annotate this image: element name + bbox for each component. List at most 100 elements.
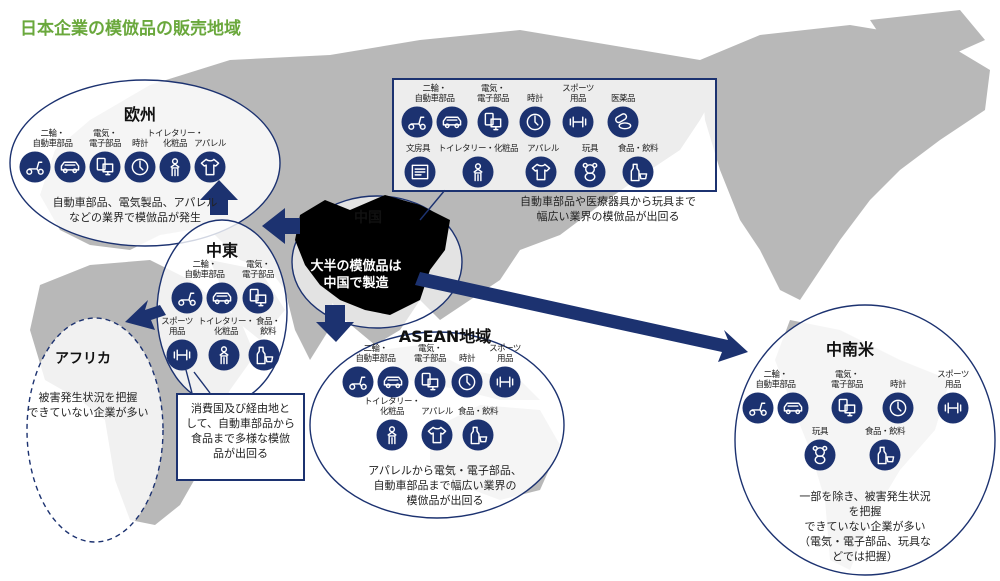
bottle-icon — [622, 156, 654, 188]
china-description: 自動車部品や医療器具から玩具まで 幅広い業界の模倣品が出回る — [520, 195, 696, 223]
europe-category-label: 時計 — [131, 139, 149, 149]
latin-america-category-label: 食品・飲料 — [864, 427, 906, 437]
pills-icon — [607, 106, 639, 138]
arrow-china-to-latin-america — [415, 272, 748, 362]
latin-america-description: 一部を除き、被害発生状況を把握 できていない企業が多い （電気・電子部品、玩具な… — [799, 490, 931, 563]
asean-category-label: 電気・ 電子部品 — [413, 344, 447, 364]
shirt-icon — [525, 156, 557, 188]
page-title: 日本企業の模倣品の販売地域 — [20, 19, 241, 39]
china-title: 中国 — [354, 210, 382, 226]
document-icon — [404, 156, 436, 188]
middle-east-category-label: トイレタリー・ 化粧品 — [197, 317, 255, 337]
me-callout-line — [193, 371, 211, 394]
clock-icon — [124, 151, 156, 183]
me-callout-line — [185, 369, 193, 394]
latin-america-category-label: スポーツ 用品 — [937, 370, 969, 390]
middle-east-category-label: 食品・ 飲料 — [255, 317, 281, 337]
asean-description: アパレルから電気・電子部品、 自動車部品まで幅広い業界の 模倣品が出回る — [368, 464, 522, 507]
bear-icon — [804, 439, 836, 471]
asean-category-label: トイレタリー・ 化粧品 — [363, 397, 421, 417]
middle-east-title: 中東 — [205, 241, 239, 260]
bottle-icon — [869, 439, 901, 471]
car-icon — [54, 151, 86, 183]
europe-category-label: トイレタリー・ 化粧品 — [146, 129, 204, 149]
car-icon — [206, 282, 238, 314]
person-icon — [159, 151, 191, 183]
scooter-icon — [342, 366, 374, 398]
person-icon — [208, 339, 240, 371]
china-category-label: 玩具 — [581, 144, 599, 154]
china-category-label: 食品・飲料 — [617, 144, 659, 154]
middle-east-category-label: 二輪・ 自動車部品 — [184, 260, 225, 280]
middle-east-category-label: スポーツ 用品 — [161, 317, 193, 337]
greenland-landmass — [870, 10, 985, 60]
person-icon — [376, 419, 408, 451]
asean-category-label: 食品・飲料 — [457, 407, 499, 417]
car-icon — [777, 392, 809, 424]
scooter-icon — [19, 151, 51, 183]
europe-category-label: アパレル — [194, 139, 226, 149]
arrow-to-europe — [200, 180, 238, 215]
africa-title: アフリカ — [55, 351, 111, 367]
latin-america-category-label: 時計 — [889, 380, 907, 390]
china-category-label: 電気・ 電子部品 — [476, 84, 510, 104]
person-icon — [462, 156, 494, 188]
europe-category-label: 電気・ 電子部品 — [88, 129, 122, 149]
china-category-label: 時計 — [526, 94, 544, 104]
devices-icon — [89, 151, 121, 183]
car-icon — [436, 106, 468, 138]
clock-icon — [882, 392, 914, 424]
latin-america-category-label: 玩具 — [811, 427, 829, 437]
africa-ellipse — [26, 317, 164, 543]
arrow-china-to-middle-east — [262, 208, 300, 244]
china-category-label: アパレル — [527, 144, 559, 154]
arrow-middle-east-to-africa — [125, 300, 166, 330]
bottle-icon — [248, 339, 280, 371]
asean-category-label: 二輪・ 自動車部品 — [355, 344, 396, 364]
dumbbell-icon — [489, 366, 521, 398]
latin-america-category-label: 電気・ 電子部品 — [830, 370, 864, 390]
dumbbell-icon — [937, 392, 969, 424]
china-center-text: 大半の模倣品は 中国で製造 — [310, 259, 402, 291]
dumbbell-icon — [562, 106, 594, 138]
devices-icon — [414, 366, 446, 398]
clock-icon — [451, 366, 483, 398]
north-america-landmass — [700, 25, 990, 300]
africa-description: 被害発生状況を把握 できていない企業が多い — [27, 391, 149, 419]
latin-america-category-label: 二輪・ 自動車部品 — [755, 370, 796, 390]
devices-icon — [477, 106, 509, 138]
middle-east-description: 消費国及び経由地と して、自動車部品から 食品まで多様な模倣 品が出回る — [185, 402, 296, 460]
asean-category-label: 時計 — [458, 354, 476, 364]
car-icon — [377, 366, 409, 398]
arrows — [125, 180, 748, 394]
latin-america-ellipse — [734, 304, 996, 576]
shirt-icon — [194, 151, 226, 183]
scooter-icon — [171, 282, 203, 314]
asean-category-label: アパレル — [421, 407, 453, 417]
china-category-label: スポーツ 用品 — [562, 84, 594, 104]
shirt-icon — [421, 419, 453, 451]
europe-category-label: 二輪・ 自動車部品 — [32, 129, 73, 149]
china-category-label: トイレタリー・化粧品 — [437, 144, 519, 154]
middle-east-category-label: 電気・ 電子部品 — [241, 260, 275, 280]
europe-description: 自動車部品、電気製品、アパレル などの業界で模倣品が発生 — [52, 196, 218, 224]
devices-icon — [242, 282, 274, 314]
scooter-icon — [742, 392, 774, 424]
middle-east-callout-box: 消費国及び経由地と して、自動車部品から 食品まで多様な模倣 品が出回る — [176, 393, 305, 481]
dumbbell-icon — [166, 339, 198, 371]
arrow-china-to-asean — [316, 305, 354, 342]
asean-category-label: スポーツ 用品 — [489, 344, 521, 364]
china-callout-line — [419, 189, 446, 221]
bear-icon — [574, 156, 606, 188]
asean-title: ASEAN地域 — [398, 327, 492, 346]
clock-icon — [519, 106, 551, 138]
scooter-icon — [401, 106, 433, 138]
latin-america-title: 中南米 — [825, 340, 875, 359]
china-category-label: 文房具 — [405, 144, 431, 154]
europe-title: 欧州 — [123, 105, 157, 124]
china-category-label: 医薬品 — [610, 94, 636, 104]
bottle-icon — [462, 419, 494, 451]
china-shape — [295, 195, 450, 315]
china-category-label: 二輪・ 自動車部品 — [414, 84, 455, 104]
devices-icon — [831, 392, 863, 424]
